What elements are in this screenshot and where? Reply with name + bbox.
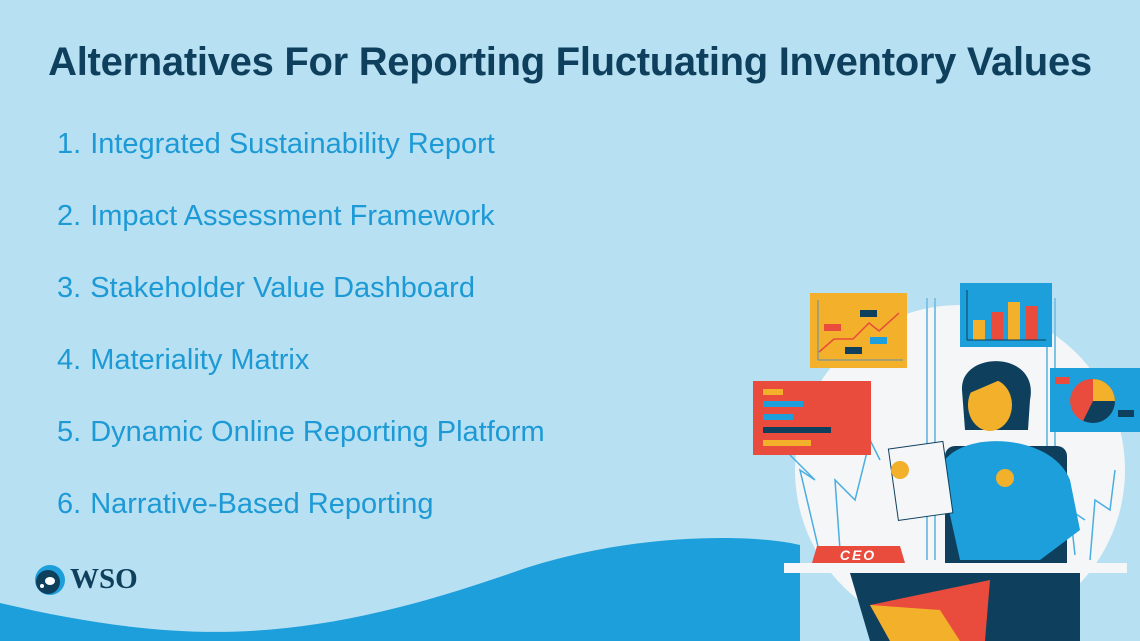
item-number: 3.: [57, 272, 82, 304]
person-illustration: [887, 361, 1080, 560]
bar-chart-panel: [960, 283, 1052, 347]
alternatives-list: 1.Integrated Sustainability Report 2.Imp…: [57, 124, 545, 556]
item-number: 6.: [57, 488, 82, 520]
item-label: Narrative-Based Reporting: [90, 488, 434, 520]
list-item: 2.Impact Assessment Framework: [57, 196, 545, 268]
item-number: 5.: [57, 416, 82, 448]
list-item: 4.Materiality Matrix: [57, 340, 545, 412]
item-label: Stakeholder Value Dashboard: [90, 272, 475, 304]
list-item: 1.Integrated Sustainability Report: [57, 124, 545, 196]
line-chart-panel: [810, 293, 907, 368]
item-label: Integrated Sustainability Report: [90, 128, 495, 160]
page-title: Alternatives For Reporting Fluctuating I…: [48, 40, 1092, 84]
globe-icon: [35, 564, 65, 595]
item-label: Materiality Matrix: [90, 344, 310, 376]
ceo-desk-sign: [812, 546, 905, 563]
item-number: 1.: [57, 128, 82, 160]
desk: [784, 563, 1127, 573]
wso-logo: WSO: [34, 563, 138, 596]
pie-chart-panel: [1050, 368, 1140, 432]
item-number: 4.: [57, 344, 82, 376]
item-label: Dynamic Online Reporting Platform: [90, 416, 545, 448]
list-item: 3.Stakeholder Value Dashboard: [57, 268, 545, 340]
item-number: 2.: [57, 200, 82, 232]
list-item: 6.Narrative-Based Reporting: [57, 484, 545, 556]
desk-sign-label: CEO: [840, 547, 876, 563]
item-label: Impact Assessment Framework: [90, 200, 495, 232]
list-item: 5.Dynamic Online Reporting Platform: [57, 412, 545, 484]
horizontal-bar-panel: [753, 381, 871, 455]
wave-shape: [0, 537, 800, 641]
logo-text: WSO: [70, 563, 138, 595]
